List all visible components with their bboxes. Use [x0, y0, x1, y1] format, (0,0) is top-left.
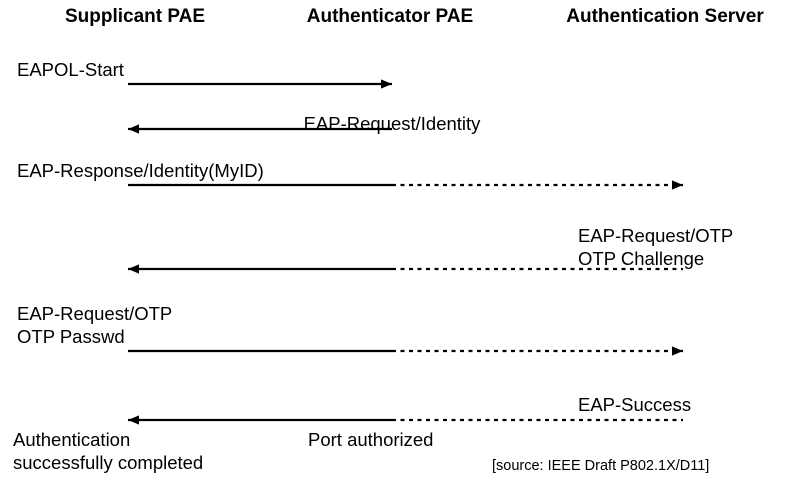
column-header-supplicant: Supplicant PAE [64, 6, 206, 27]
message-label-eap-request-otp-passwd: EAP-Request/OTP OTP Passwd [17, 302, 172, 348]
arrowhead-eap-request-otp-passwd [672, 346, 683, 356]
arrowhead-eap-request-otp-challenge [128, 264, 139, 274]
message-label-line-2: OTP Passwd [17, 326, 125, 347]
column-header-authentication-server: Authentication Server [566, 6, 764, 27]
arrowhead-eap-request-identity [128, 124, 139, 134]
arrowhead-eap-success [128, 415, 139, 425]
message-label-eap-request-otp-challenge: EAP-Request/OTP OTP Challenge [578, 224, 733, 270]
column-header-authenticator: Authenticator PAE [306, 6, 474, 27]
annotation-authentication-complete: Authentication successfully completed [13, 428, 203, 474]
message-label-line-1: EAP-Request/OTP [578, 225, 734, 246]
source-citation: [source: IEEE Draft P802.1X/D11] [492, 458, 710, 474]
message-label-eap-success: EAP-Success [578, 394, 692, 415]
annotation-line-2: successfully completed [13, 452, 204, 473]
annotation-port-authorized: Port authorized [308, 429, 434, 450]
message-label-eapol-start: EAPOL-Start [17, 59, 124, 80]
message-label-eap-response-identity: EAP-Response/Identity(MyID) [17, 160, 264, 181]
arrowhead-eap-response-identity [672, 180, 683, 190]
arrowhead-eapol-start [381, 79, 392, 89]
message-label-line-1: EAP-Request/OTP [17, 303, 173, 324]
message-label-eap-request-identity: EAP-Request/Identity [303, 113, 481, 134]
message-label-line-2: OTP Challenge [578, 248, 705, 269]
annotation-line-1: Authentication [13, 429, 131, 450]
